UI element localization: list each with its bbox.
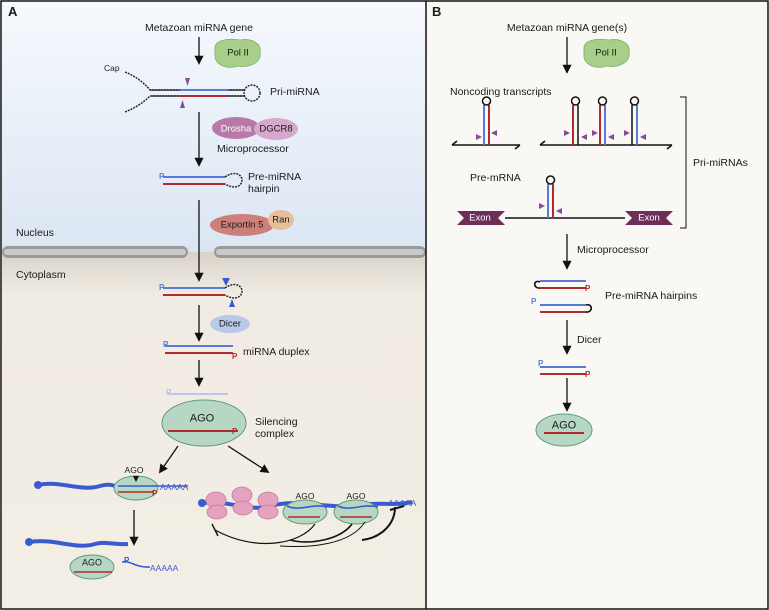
silencing-label-2: complex — [255, 428, 295, 440]
p-mark-5: P — [166, 388, 172, 397]
drosha-blob — [212, 117, 260, 139]
p-mark-6: P — [232, 427, 238, 436]
ago-label-repression-1: AGO — [295, 491, 315, 501]
exon-label-right: Exon — [638, 212, 660, 224]
p-mark-7: P — [152, 489, 158, 498]
p-mark-b3: P — [538, 359, 544, 368]
hairpins-label: Pre-miRNA hairpins — [605, 290, 698, 302]
dicer-blob-a — [210, 315, 250, 333]
noncoding-transcripts — [451, 96, 673, 150]
pre-mrna — [457, 175, 673, 225]
pre-mirna-hairpins-b — [533, 280, 593, 313]
gene-label-b: Metazoan miRNA gene(s) — [506, 22, 628, 34]
pol-ii-label-b: Pol II — [595, 47, 617, 59]
noncoding-label: Noncoding transcripts — [450, 86, 552, 98]
pre-mirna-label-2: hairpin — [248, 183, 280, 195]
p-mark-b2: P — [585, 284, 591, 293]
panel-a-label: A — [8, 4, 18, 19]
nucleus-label: Nucleus — [16, 227, 54, 239]
polya-label-1: AAAAA — [160, 482, 189, 492]
polya-label-2: AAAAA — [150, 563, 179, 573]
pri-mirnas-label: Pri-miRNAs — [693, 157, 748, 169]
gene-label-a: Metazoan miRNA gene — [145, 22, 253, 34]
pri-mirna-label: Pri-miRNA — [270, 86, 320, 98]
nuclear-membrane — [2, 246, 426, 258]
cytoplasm-label: Cytoplasm — [16, 269, 66, 281]
p-mark-2: P — [159, 283, 165, 292]
exportin-5-label: Exportin 5 — [220, 219, 264, 231]
dgcr8-label: DGCR8 — [259, 123, 293, 135]
mrna-cleavage-complex — [34, 475, 188, 501]
p-mark-4: P — [232, 352, 238, 361]
p-mark-b1: P — [531, 297, 537, 306]
pre-mirna-hairpin-a — [163, 172, 243, 188]
drosha-label: Drosha — [220, 123, 252, 135]
ran-label: Ran — [272, 214, 290, 226]
ago-label-fragment: AGO — [81, 557, 103, 568]
mirna-duplex-a — [165, 345, 233, 354]
pri-mirna-structure — [124, 71, 261, 113]
dicer-label-b: Dicer — [577, 334, 602, 346]
arrow-a7 — [227, 445, 270, 473]
mirna-duplex-label: miRNA duplex — [243, 346, 310, 358]
ago-label-cleavage: AGO — [124, 465, 144, 475]
pol-ii-complex-b — [583, 38, 630, 68]
p-mark-3: P — [163, 340, 169, 349]
exportin-5-blob — [210, 214, 274, 236]
microprocessor-label-a: Microprocessor — [217, 143, 289, 155]
silencing-complex-ago — [161, 399, 247, 447]
microprocessor-label-b: Microprocessor — [577, 244, 649, 256]
pol-ii-complex-a — [214, 38, 261, 68]
pol-ii-label-a: Pol II — [227, 47, 249, 59]
silencing-label-1: Silencing — [255, 416, 298, 428]
pre-mirna-label-1: Pre-miRNA — [248, 171, 302, 183]
cleaved-mrna-fragments — [25, 538, 151, 580]
pre-mrna-label: Pre-mRNA — [470, 172, 521, 184]
dgcr8-blob — [254, 118, 298, 140]
panel-b-label: B — [432, 4, 442, 19]
ago-label-silencing: AGO — [189, 412, 215, 425]
p-mark-8: P — [124, 556, 130, 565]
pre-mirna-cytoplasm — [163, 278, 243, 307]
polya-label-3: AAAAA — [388, 498, 417, 508]
pri-mirnas-bracket — [680, 96, 687, 229]
mirna-duplex-b — [540, 366, 586, 375]
ago-complex-b — [535, 413, 593, 447]
p-mark-b4: P — [585, 370, 591, 379]
arrow-a6 — [158, 445, 179, 474]
exon-label-left: Exon — [469, 212, 491, 224]
p-mark-1: P — [159, 172, 165, 181]
cap-label: Cap — [104, 63, 120, 73]
ago-label-repression-2: AGO — [346, 491, 366, 501]
translation-repression-complex — [198, 486, 413, 547]
dicer-label-a: Dicer — [218, 318, 242, 330]
ago-label-b: AGO — [551, 419, 577, 432]
ran-blob — [268, 210, 294, 230]
